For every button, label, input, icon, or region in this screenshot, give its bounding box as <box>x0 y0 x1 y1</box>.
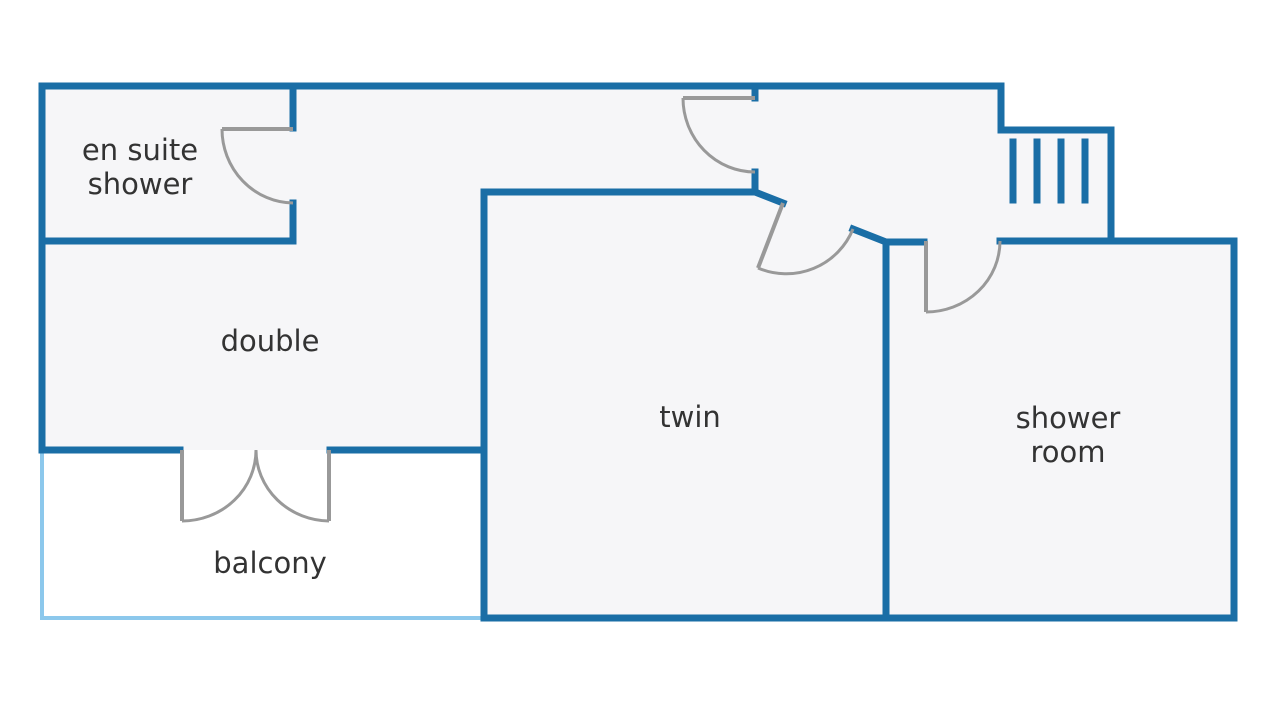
label-twin: twin <box>659 400 721 434</box>
balcony-outline <box>40 450 484 620</box>
door-balcony <box>180 449 331 523</box>
door-shower-room <box>924 240 1002 314</box>
door-top-corridor <box>681 96 756 174</box>
label-en-suite-2: shower <box>88 167 193 201</box>
label-balcony: balcony <box>213 546 326 580</box>
label-double: double <box>221 324 320 358</box>
stairs <box>1009 138 1089 204</box>
door-en-suite <box>220 127 294 205</box>
walls <box>38 82 1238 622</box>
label-shower-room-2: room <box>1030 435 1105 469</box>
label-shower-room-1: shower <box>1016 401 1121 435</box>
label-en-suite-1: en suite <box>82 133 198 167</box>
floor-area <box>42 86 1234 618</box>
door-twin <box>756 202 855 276</box>
